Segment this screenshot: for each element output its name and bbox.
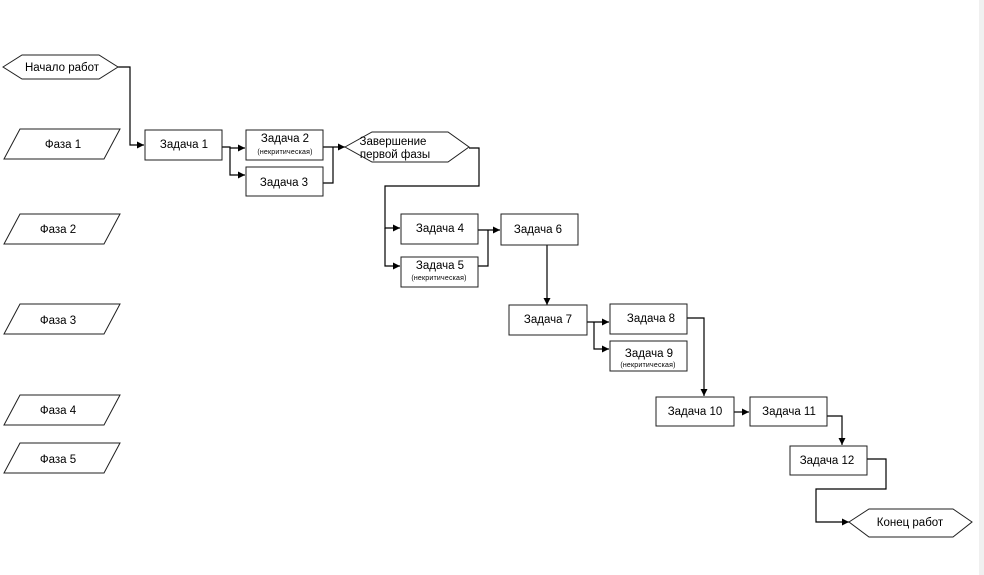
- edge-task12-to-end: [815, 458, 887, 526]
- task-12-label: Задача 12: [800, 455, 855, 467]
- phase-4-label: Фаза 4: [40, 405, 77, 417]
- edge-task1-to-task3: [229, 148, 245, 179]
- phase-3-label: Фаза 3: [40, 315, 76, 327]
- task-2-label: Задача 2: [261, 133, 309, 145]
- task-6: Задача 6: [500, 213, 579, 246]
- task-7: Задача 7: [508, 304, 588, 336]
- edge-milestone-to-task4: [384, 147, 480, 232]
- task-9-label: Задача 9: [625, 348, 673, 360]
- task-4-label: Задача 4: [416, 223, 465, 235]
- milestone-label-line1: Завершение: [360, 136, 427, 148]
- phase-1: Фаза 1: [3, 128, 121, 160]
- phase-1-label: Фаза 1: [45, 139, 81, 151]
- task-5-noncritical-note: (некритическая): [411, 275, 466, 282]
- task-11-label: Задача 11: [762, 406, 816, 418]
- task-10-label: Задача 10: [668, 406, 723, 418]
- end-label: Конец работ: [877, 517, 944, 529]
- task-9: Задача 9 (некритическая): [609, 340, 688, 372]
- window-edge: [979, 0, 984, 575]
- milestone-label-line2: первой фазы: [360, 149, 430, 161]
- task-1-label: Задача 1: [160, 139, 208, 151]
- task-6-label: Задача 6: [514, 224, 562, 236]
- task-2-noncritical-note: (некритическая): [257, 149, 312, 156]
- start-node: Начало работ: [2, 54, 119, 80]
- start-label: Начало работ: [25, 62, 100, 74]
- phase-2: Фаза 2: [3, 213, 121, 245]
- task-8: Задача 8: [609, 303, 688, 335]
- phase-3: Фаза 3: [3, 303, 121, 335]
- edge-milestone-to-task5: [384, 228, 400, 270]
- task-9-noncritical-note: (некритическая): [620, 362, 675, 369]
- task-1: Задача 1: [144, 129, 223, 161]
- edge-task5-to-task6: [478, 230, 489, 267]
- edge-start-to-task1: [118, 66, 144, 149]
- phase-5-label: Фаза 5: [40, 454, 76, 466]
- phase-2-label: Фаза 2: [40, 224, 76, 236]
- phase-5: Фаза 5: [3, 442, 121, 474]
- connectors: [118, 66, 887, 526]
- end-node: Конец работ: [848, 508, 973, 538]
- edge-task1-to-task2: [222, 144, 245, 152]
- task-7-label: Задача 7: [524, 314, 572, 326]
- task-5-label: Задача 5: [416, 260, 464, 272]
- task-5: Задача 5 (некритическая): [400, 256, 479, 288]
- task-8-label: Задача 8: [627, 313, 675, 325]
- edge-task3-to-milestone: [323, 147, 334, 184]
- edge-task11-to-task12: [827, 415, 846, 445]
- task-2: Задача 2 (некритическая): [245, 129, 324, 161]
- task-10: Задача 10: [655, 396, 735, 427]
- phase-4: Фаза 4: [3, 394, 121, 426]
- task-3-label: Задача 3: [260, 177, 308, 189]
- task-12: Задача 12: [789, 445, 868, 476]
- task-11: Задача 11: [749, 396, 828, 427]
- edge-task7-to-task9: [593, 322, 609, 353]
- milestone-node: Завершение первой фазы: [343, 131, 470, 163]
- edge-task8-to-task10: [687, 317, 708, 396]
- task-4: Задача 4: [400, 213, 479, 245]
- task-3: Задача 3: [245, 166, 324, 197]
